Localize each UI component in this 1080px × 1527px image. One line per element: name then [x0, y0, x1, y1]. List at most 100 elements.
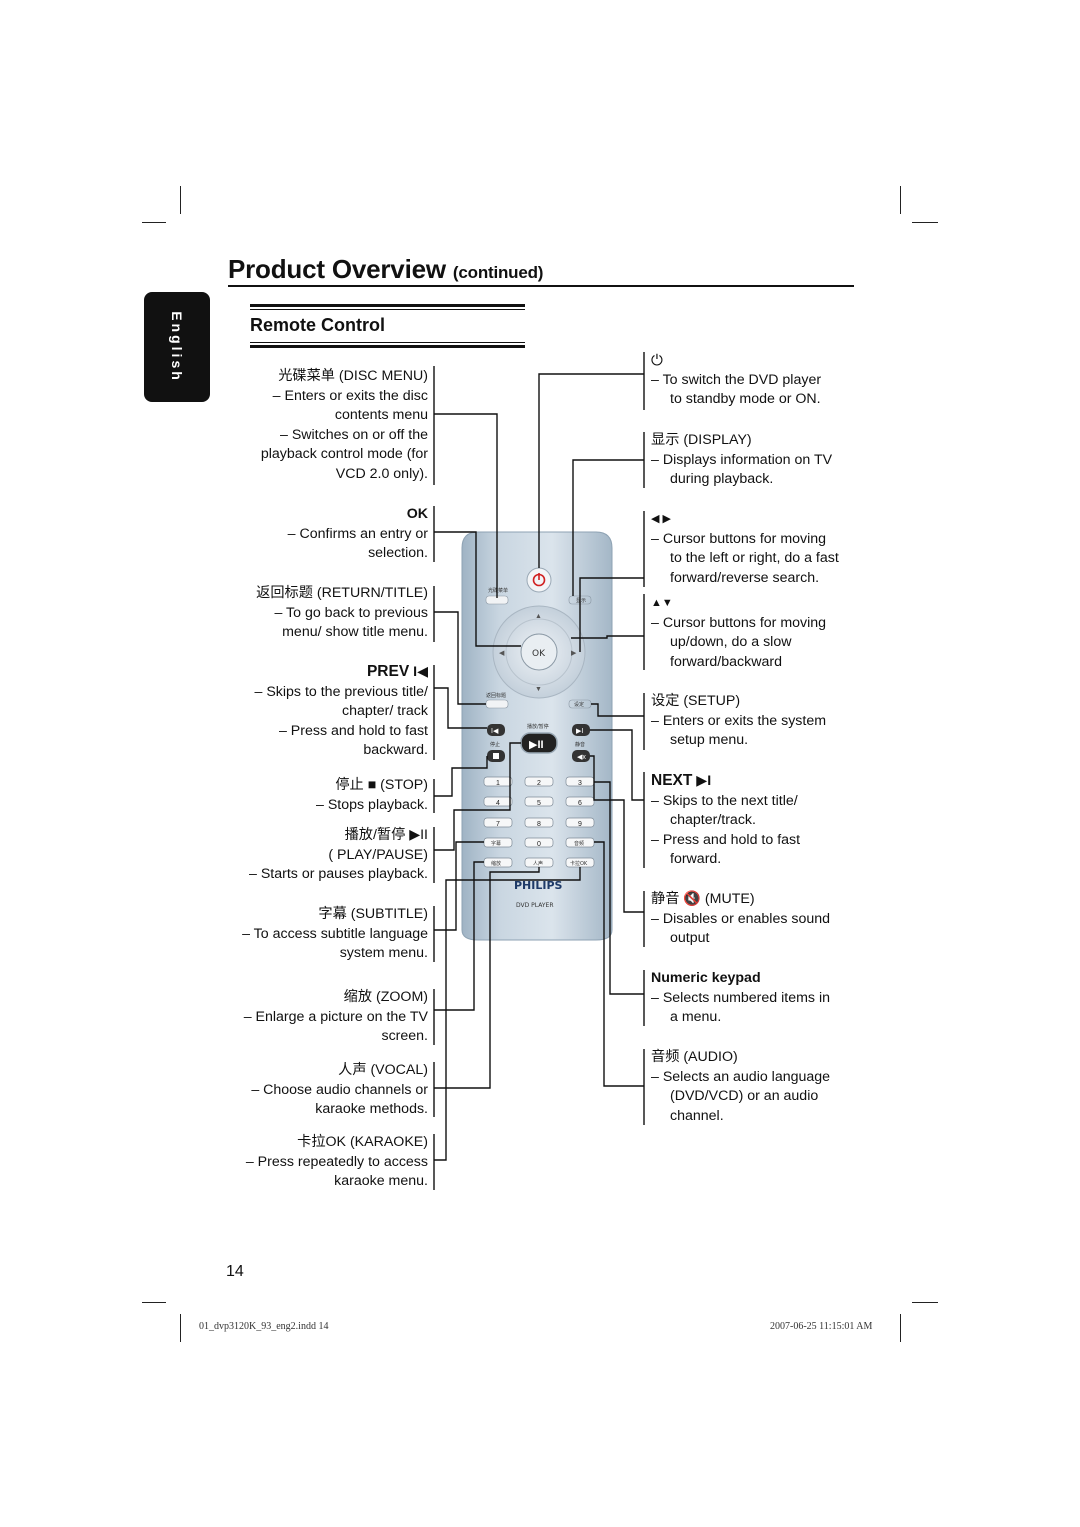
- item-title: OK: [406, 506, 428, 522]
- key-7[interactable]: [483, 817, 513, 828]
- item-title: Numeric keypad: [651, 970, 761, 986]
- page-title-continued: (continued): [452, 263, 544, 282]
- item-play-pause: 播放/暂停 ▶II ( PLAY/PAUSE) – Starts or paus…: [249, 826, 428, 885]
- leader-lines-left: [433, 366, 581, 1190]
- item-title: 音频 (AUDIO): [651, 1049, 738, 1065]
- item-mute: 静音 🔇 (MUTE) – Disables or enables sound …: [651, 890, 830, 949]
- item-line: selection.: [368, 545, 428, 562]
- right-arrow-icon[interactable]: ▶: [571, 650, 577, 657]
- crop-mark: [912, 222, 938, 223]
- item-karaoke: 卡拉OK (KARAOKE) – Press repeatedly to acc…: [246, 1133, 428, 1192]
- crop-mark: [142, 1302, 166, 1303]
- item-line: – Cursor buttons for moving: [651, 614, 827, 631]
- item-line: – Cursor buttons for moving: [651, 530, 827, 547]
- item-line: – Disables or enables sound: [651, 910, 831, 927]
- prev-button[interactable]: [487, 724, 505, 736]
- item-line: ( PLAY/PAUSE): [328, 846, 428, 863]
- item-line: a menu.: [670, 1009, 722, 1026]
- disc-menu-label: 光碟菜单: [488, 587, 508, 594]
- section-title: Remote Control: [250, 315, 385, 335]
- key-6-label: 6: [578, 800, 582, 807]
- item-line: chapter/ track: [342, 703, 428, 720]
- item-title-row: NEXT ▶I: [651, 771, 800, 792]
- key-0-label: 0: [537, 841, 541, 848]
- item-line: up/down, do a slow: [670, 634, 792, 651]
- key-8[interactable]: [524, 817, 554, 828]
- item-line: system menu.: [339, 945, 428, 962]
- left-right-arrows-icon: ◀ ▶: [651, 513, 671, 525]
- next-icon: ▶I: [696, 773, 712, 789]
- item-line: contents menu: [334, 407, 428, 424]
- next-button[interactable]: [572, 724, 590, 736]
- item-line: backward.: [363, 742, 428, 759]
- up-arrow-icon[interactable]: ▲: [535, 613, 542, 620]
- item-line: – To access subtitle language: [242, 925, 428, 942]
- item-disc-menu: 光碟菜单 (DISC MENU) – Enters or exits the d…: [261, 367, 428, 485]
- left-arrow-icon[interactable]: ◀: [499, 650, 505, 657]
- item-up-down: ▲▼ – Cursor buttons for moving up/down, …: [651, 594, 826, 672]
- item-line: – Confirms an entry or: [287, 525, 428, 542]
- section-rule-bottom-thick: [250, 345, 525, 348]
- item-numeric-keypad: Numeric keypad – Selects numbered items …: [651, 969, 830, 1028]
- item-line: – Press repeatedly to access: [245, 1153, 428, 1170]
- footer-file: 01_dvp3120K_93_eng2.indd 14: [199, 1321, 329, 1332]
- setup-label: 设定: [574, 701, 584, 708]
- item-title: 字幕 (SUBTITLE): [318, 906, 428, 922]
- up-down-arrows-icon: ▲▼: [651, 597, 673, 609]
- item-title: 播放/暂停 ▶II: [344, 827, 428, 843]
- crop-mark: [142, 222, 166, 223]
- karaoke-label: 卡拉OK: [570, 860, 588, 867]
- brand-logo: PHILIPS: [514, 879, 563, 892]
- item-line: – Skips to the next title/: [651, 792, 798, 809]
- crop-mark: [912, 1302, 938, 1303]
- next-button-icon: ▶I: [576, 728, 583, 735]
- dpad-inner-ring: [505, 618, 573, 686]
- item-line: – To go back to previous: [274, 604, 428, 621]
- section-rule-top-thin: [250, 309, 525, 310]
- numeric-keypad: 1 2 3 4 5 6 7 8 9 字幕 0 音频 缩放 人声 卡拉OK: [483, 776, 595, 868]
- down-arrow-icon[interactable]: ▼: [535, 686, 542, 693]
- audio-label: 音频: [574, 840, 584, 847]
- mute-button[interactable]: [572, 750, 590, 762]
- key-7-label: 7: [496, 821, 500, 828]
- leader-lines-right: [538, 352, 645, 1125]
- language-tab: English: [144, 292, 210, 402]
- item-line: – Press and hold to fast: [651, 831, 801, 848]
- key-3-label: 3: [578, 780, 582, 787]
- item-line: setup menu.: [670, 732, 749, 749]
- title-rule: [228, 285, 854, 287]
- item-prev: PREV I◀ – Skips to the previous title/ c…: [255, 662, 429, 761]
- item-display: 显示 (DISPLAY) – Displays information on T…: [651, 431, 832, 490]
- item-line: karaoke menu.: [334, 1173, 428, 1190]
- stop-button-icon: [493, 753, 499, 759]
- display-label: 显示: [576, 598, 586, 604]
- crop-mark: [180, 186, 181, 214]
- item-line: menu/ show title menu.: [282, 624, 428, 641]
- return-title-button[interactable]: [485, 699, 509, 709]
- key-9[interactable]: [565, 817, 595, 828]
- item-stop: 停止 ■ (STOP) – Stops playback.: [316, 776, 428, 815]
- item-return-title: 返回标题 (RETURN/TITLE) – To go back to prev…: [256, 584, 428, 643]
- item-title: 停止 ■ (STOP): [335, 777, 428, 793]
- item-title: NEXT: [651, 772, 693, 789]
- page-title-text: Product Overview: [228, 254, 446, 284]
- item-title: 卡拉OK (KARAOKE): [297, 1134, 428, 1150]
- key-6[interactable]: [565, 796, 595, 807]
- mute-button-icon: ◀x: [577, 754, 586, 761]
- key-0[interactable]: [524, 837, 554, 848]
- item-line: forward/reverse search.: [670, 569, 820, 586]
- key-8-label: 8: [537, 821, 541, 828]
- item-line: (DVD/VCD) or an audio: [670, 1088, 819, 1105]
- key-4[interactable]: [483, 796, 513, 807]
- item-subtitle: 字幕 (SUBTITLE) – To access subtitle langu…: [242, 905, 428, 964]
- key-2[interactable]: [524, 776, 554, 787]
- ok-button[interactable]: [520, 633, 558, 671]
- footer-timestamp: 2007-06-25 11:15:01 AM: [770, 1321, 873, 1332]
- key-5[interactable]: [524, 796, 554, 807]
- key-1-label: 1: [496, 780, 500, 787]
- mute-label: 静音: [575, 741, 585, 748]
- section-rule-top: [250, 304, 525, 307]
- key-1[interactable]: [483, 776, 513, 787]
- stop-label: 停止: [490, 741, 500, 748]
- item-title: PREV: [366, 663, 410, 680]
